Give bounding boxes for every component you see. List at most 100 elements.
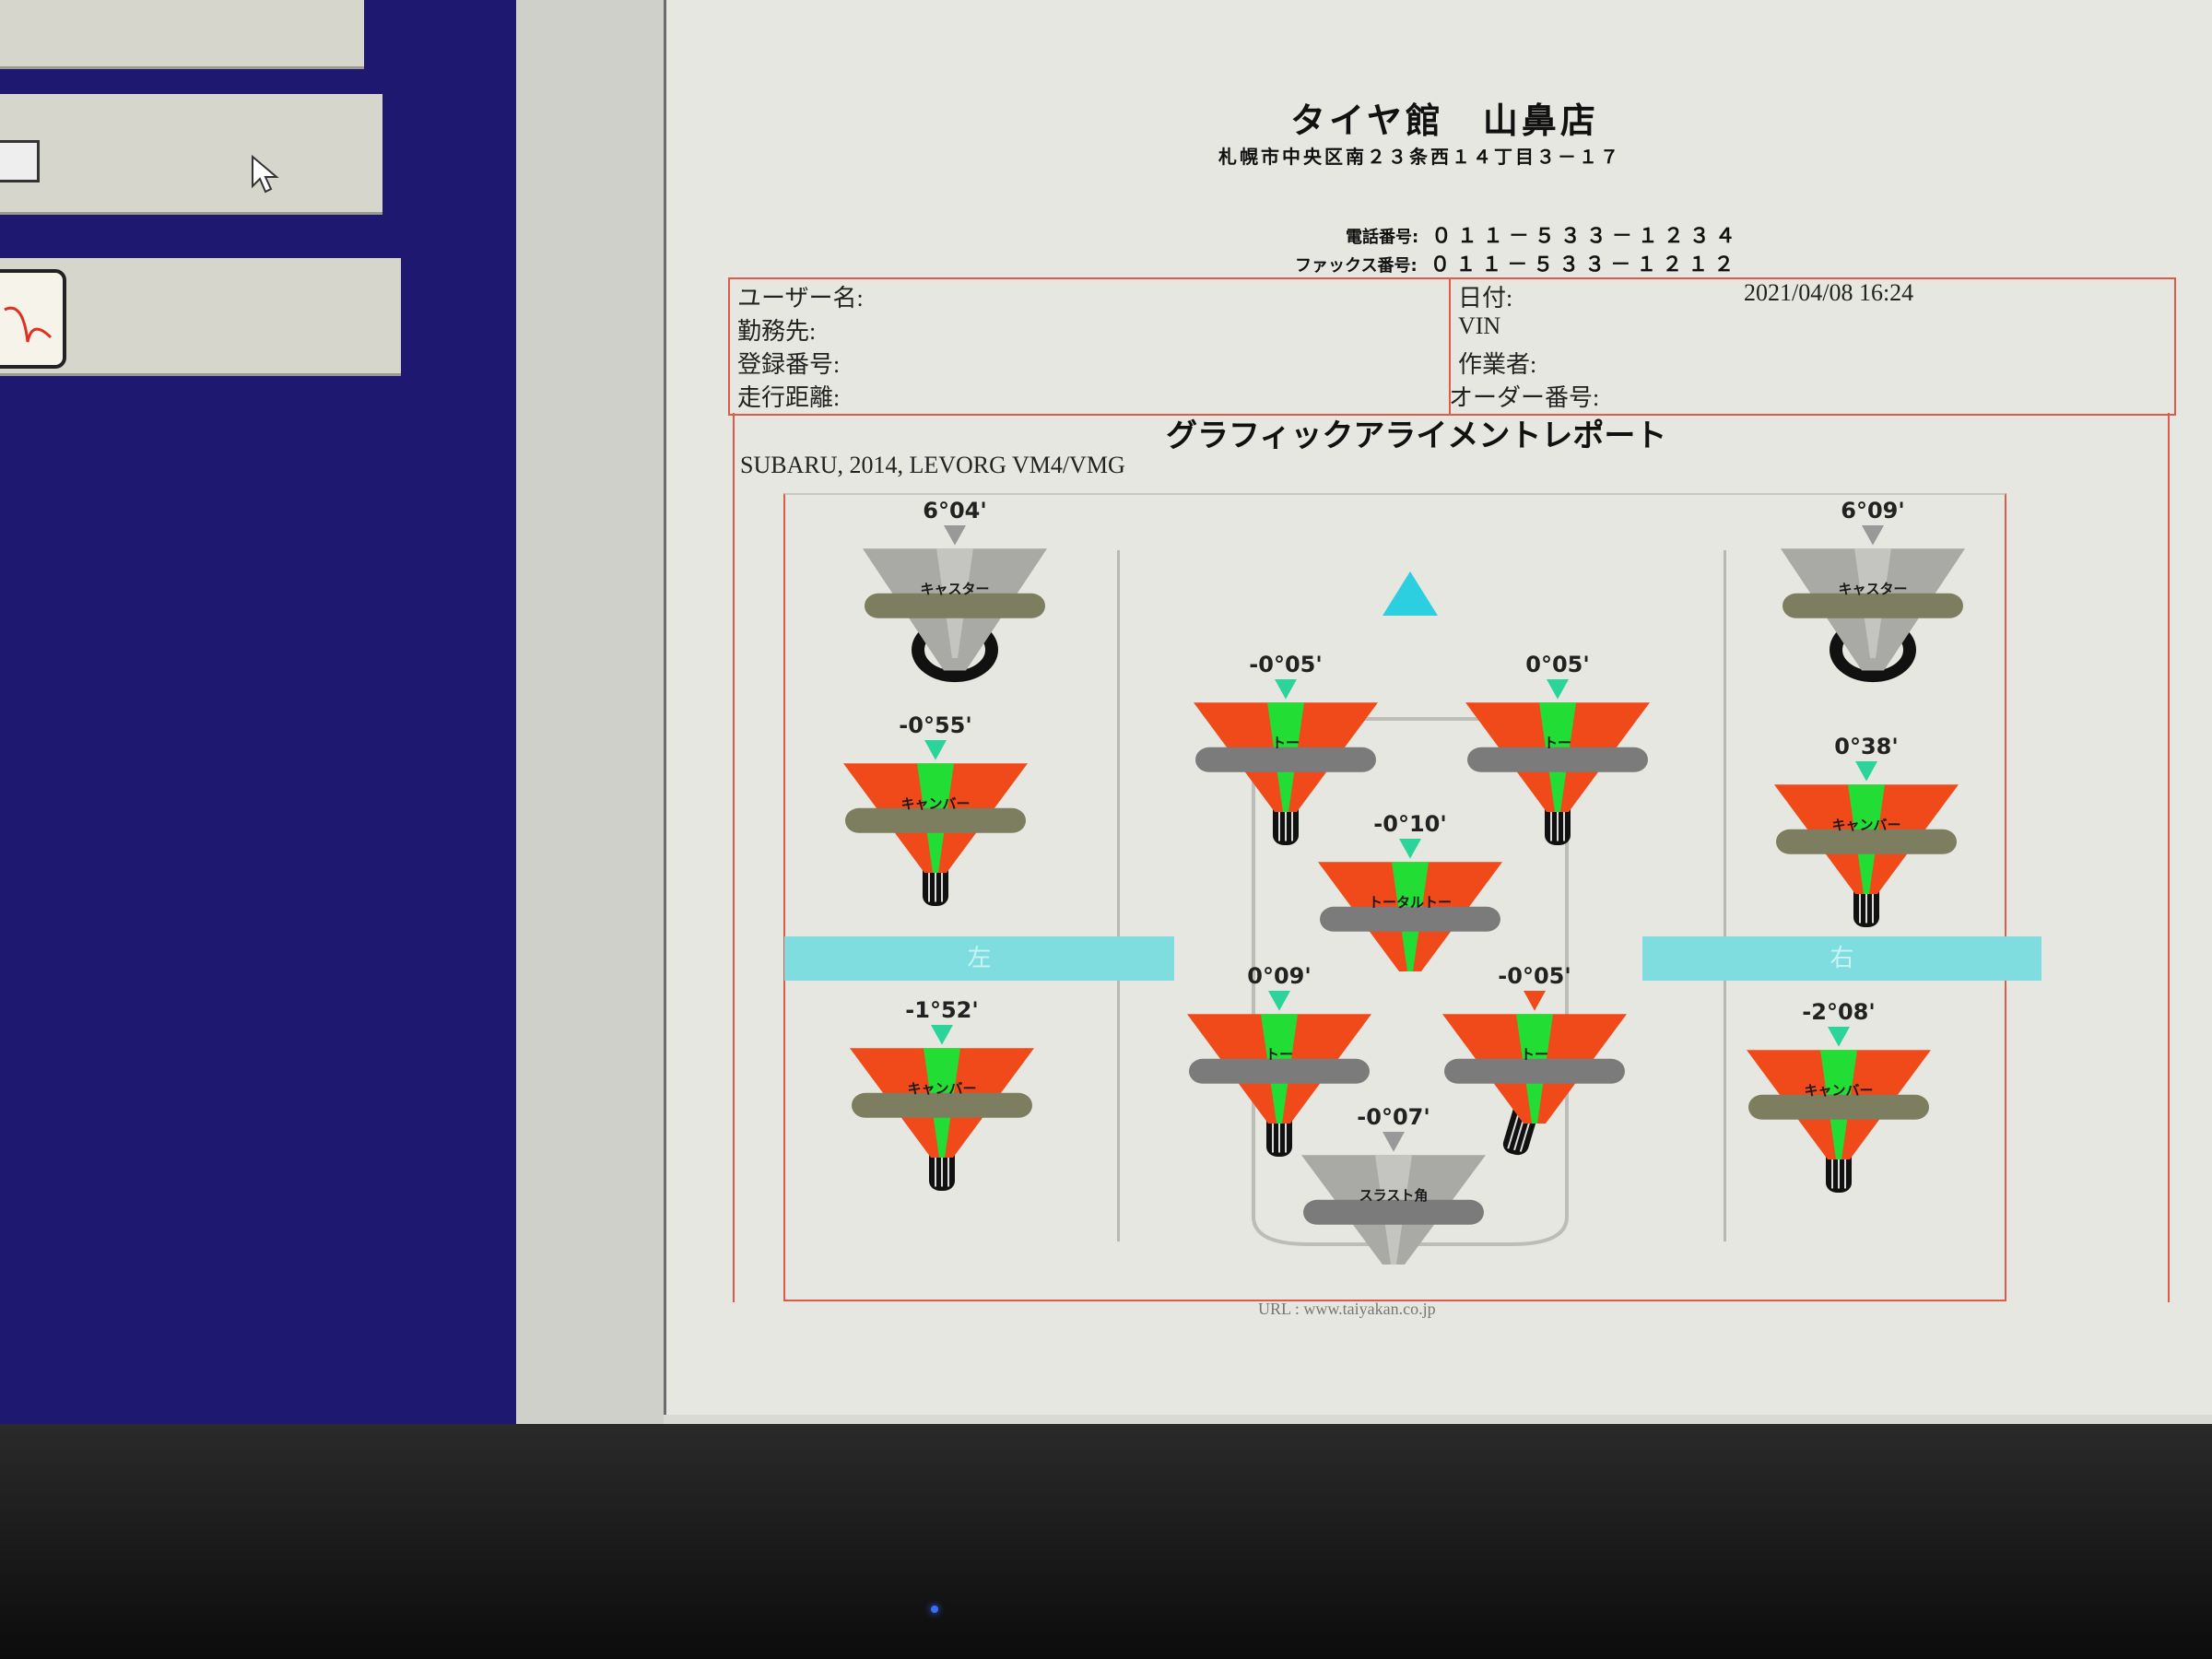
gauge-value: 6°04' (923, 498, 987, 524)
gauge-label-pill (1444, 1058, 1625, 1084)
gauge-marker-icon (1382, 1132, 1405, 1152)
info-divider (1449, 279, 1451, 414)
gauge-label-pill (1189, 1058, 1370, 1084)
gauge-label: キャンバー (907, 1080, 977, 1097)
gauge-graphic (1301, 1132, 1486, 1265)
footer-url: URL : www.taiyakan.co.jp (1258, 1300, 1436, 1318)
alignment-diagram (783, 493, 2006, 1301)
left-divider-line (1117, 550, 1120, 1241)
gauge-value: -0°05' (1498, 963, 1571, 989)
phone-number: ０１１－５３３－１２３４ (1430, 225, 1741, 248)
gauge-label-pill (1195, 747, 1376, 772)
sidebar-button-print[interactable] (0, 94, 382, 215)
gauge-value: -0°07' (1357, 1104, 1430, 1130)
customer-info-box: ユーザー名: 勤務先: 登録番号: 走行距離: 日付: 2021/04/08 1… (728, 277, 2176, 416)
gauge-label: キャスター (920, 581, 990, 597)
gauge-label: キャンバー (900, 795, 971, 812)
gauge-label-pill (1303, 1199, 1484, 1225)
date-label: 日付: (1458, 285, 1513, 312)
total-toe-gauge: -0°10' トータルトー (1318, 811, 1502, 1005)
user-name-label: ユーザー名: (737, 285, 864, 312)
left-side-banner: 左 (784, 936, 1174, 981)
gauge-marker-icon (1524, 991, 1546, 1011)
gauge-graphic (1187, 991, 1371, 1157)
fax-label: ファックス番号: (1295, 256, 1418, 276)
gauge-label-pill (1776, 829, 1957, 854)
gauge-label: キャンバー (1831, 817, 1901, 833)
date-value: 2021/04/08 16:24 (1744, 279, 1914, 306)
mileage-label: 走行距離: (737, 384, 841, 411)
monitor-bezel (0, 1424, 2212, 1659)
report-title: グラフィックアライメントレポート (1166, 418, 1667, 454)
gauge-value: 0°38' (1834, 734, 1899, 759)
rear-left-camber-gauge: -1°52' キャンバー (850, 997, 1034, 1191)
phone-row: 電話番号: ０１１－５３３－１２３４ (1346, 219, 1741, 249)
gauge-graphic (1465, 679, 1650, 845)
gauge-label: トー (1265, 1046, 1293, 1063)
gauge-label: スラスト角 (1359, 1187, 1429, 1204)
shop-name: タイヤ館 山鼻店 (1290, 100, 1599, 141)
gauge-label: キャスター (1838, 581, 1908, 597)
right-side-banner: 右 (1642, 936, 2041, 981)
gauge-value: 0°09' (1247, 963, 1312, 989)
front-left-camber-gauge: -0°55' キャンバー (843, 712, 1028, 906)
sidebar-button-top[interactable] (0, 0, 364, 69)
gauge-graphic (850, 1025, 1034, 1191)
gauge-graphic (863, 525, 1047, 683)
front-right-camber-gauge: 0°38' キャンバー (1774, 734, 1959, 927)
gauge-marker-icon (1399, 839, 1421, 859)
gauge-value: -0°55' (899, 712, 972, 738)
rear-left-toe-gauge: 0°09' トー (1187, 963, 1371, 1157)
gauge-value: -0°10' (1373, 811, 1447, 837)
gauge-label-pill (845, 807, 1026, 833)
printer-icon (0, 140, 40, 182)
gauge-marker-icon (931, 1025, 953, 1045)
order-number-label: オーダー番号: (1449, 384, 1600, 411)
sidebar-button-pdf[interactable] (0, 258, 401, 376)
power-led-icon (931, 1606, 938, 1613)
fax-number: ０１１－５３３－１２１２ (1430, 253, 1740, 276)
vehicle-info: SUBARU, 2014, LEVORG VM4/VMG (740, 452, 1125, 478)
caster-left-gauge: 6°04' キャスター (863, 498, 1047, 691)
thrust-angle-gauge: -0°07' スラスト角 (1301, 1104, 1486, 1298)
mouse-cursor-icon (252, 155, 279, 194)
gauge-value: -0°05' (1249, 652, 1323, 677)
report-frame (733, 413, 2170, 1302)
front-left-toe-gauge: -0°05' トー (1194, 652, 1378, 845)
gauge-graphic (1781, 525, 1965, 683)
fax-row: ファックス番号: ０１１－５３３－１２１２ (1295, 248, 1739, 277)
gauge-label: トー (1543, 735, 1571, 751)
gauge-value: -1°52' (905, 997, 979, 1023)
gauge-value: -2°08' (1802, 999, 1876, 1025)
gauge-graphic (1442, 991, 1627, 1156)
gauge-marker-icon (924, 740, 947, 760)
gauge-label-pill (1783, 593, 1963, 618)
gauge-graphic (1747, 1027, 1931, 1193)
gauge-marker-icon (944, 525, 966, 546)
gauge-graphic (1318, 839, 1502, 971)
app-sidebar (0, 0, 516, 1424)
forward-direction-icon (1382, 571, 1438, 616)
phone-label: 電話番号: (1346, 228, 1419, 247)
gauge-marker-icon (1862, 525, 1884, 546)
gauge-graphic (1194, 679, 1378, 845)
gauge-label: トー (1271, 735, 1300, 751)
gauge-label: キャンバー (1804, 1082, 1874, 1099)
gauge-label-pill (1748, 1094, 1929, 1120)
gauge-graphic (843, 740, 1028, 906)
monitor-screen: タイヤ館 山鼻店 札幌市中央区南２３条西１４丁目３－１７ 電話番号: ０１１－５… (0, 0, 2212, 1424)
shop-address: 札幌市中央区南２３条西１４丁目３－１７ (1218, 146, 1621, 168)
gauge-label-pill (852, 1092, 1032, 1118)
gauge-marker-icon (1855, 761, 1877, 782)
gauge-label: トータルトー (1368, 894, 1452, 911)
gauge-value: 6°09' (1841, 498, 1905, 524)
gauge-value: 0°05' (1525, 652, 1590, 677)
front-right-toe-gauge: 0°05' トー (1465, 652, 1650, 845)
workplace-label: 勤務先: (737, 318, 817, 345)
gauge-label-pill (1467, 747, 1648, 772)
gauge-marker-icon (1828, 1027, 1850, 1047)
gauge-label: トー (1520, 1046, 1548, 1063)
gauge-marker-icon (1268, 991, 1290, 1011)
vin-label: VIN (1458, 312, 1501, 339)
rear-right-camber-gauge: -2°08' キャンバー (1747, 999, 1931, 1193)
